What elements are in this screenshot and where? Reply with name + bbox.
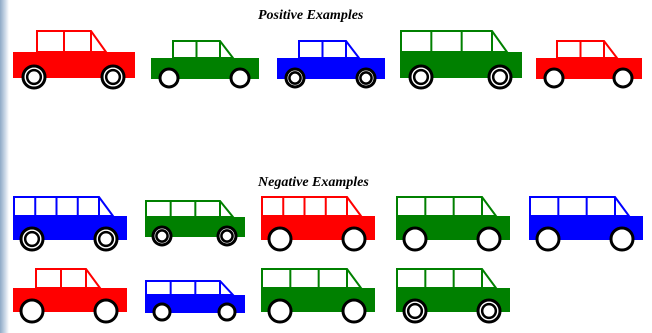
rear-wheel <box>158 67 180 89</box>
front-wheel <box>487 64 513 90</box>
car-cabin <box>35 268 102 289</box>
negative-car <box>261 268 375 324</box>
car-cabin <box>13 196 115 217</box>
front-wheel <box>612 67 634 89</box>
negative-car <box>13 196 127 252</box>
front-wheel <box>341 298 367 324</box>
negative-car <box>261 196 375 252</box>
car-cabin <box>556 40 620 59</box>
front-wheel <box>93 226 119 252</box>
positive-car <box>151 40 259 89</box>
car-cabin <box>396 196 498 217</box>
car-cabin <box>145 200 236 218</box>
front-wheel <box>341 226 367 252</box>
front-wheel <box>216 225 238 247</box>
negative-car <box>13 268 127 324</box>
car-cabin <box>396 268 498 289</box>
front-wheel <box>93 298 119 324</box>
positive-car <box>277 40 385 89</box>
rear-wheel <box>402 298 428 324</box>
negative-car <box>145 280 245 322</box>
front-wheel <box>229 67 251 89</box>
rear-wheel <box>21 64 47 90</box>
positive-car <box>400 30 522 90</box>
negative-car <box>145 200 245 247</box>
car-cabin <box>261 268 363 289</box>
rear-wheel <box>151 225 173 247</box>
rear-wheel <box>535 226 561 252</box>
car-cabin <box>145 280 236 296</box>
negative-car <box>529 196 643 252</box>
car-cabin <box>529 196 631 217</box>
car-cabin <box>36 30 108 53</box>
car-cabin <box>400 30 509 53</box>
rear-wheel <box>19 298 45 324</box>
positive-car <box>536 40 642 89</box>
rear-wheel <box>267 226 293 252</box>
front-wheel <box>476 226 502 252</box>
left-edge-gradient <box>0 0 9 333</box>
rear-wheel <box>408 64 434 90</box>
negative-examples-title: Negative Examples <box>258 175 369 190</box>
front-wheel <box>100 64 126 90</box>
positive-car <box>13 30 135 90</box>
positive-examples-title: Positive Examples <box>258 8 364 23</box>
front-wheel <box>217 302 237 322</box>
rear-wheel <box>152 302 172 322</box>
negative-car <box>396 268 510 324</box>
rear-wheel <box>19 226 45 252</box>
front-wheel <box>476 298 502 324</box>
front-wheel <box>355 67 377 89</box>
car-cabin <box>172 40 236 59</box>
rear-wheel <box>402 226 428 252</box>
rear-wheel <box>543 67 565 89</box>
negative-car <box>396 196 510 252</box>
car-cabin <box>261 196 363 217</box>
rear-wheel <box>284 67 306 89</box>
front-wheel <box>609 226 635 252</box>
rear-wheel <box>267 298 293 324</box>
car-cabin <box>298 40 362 59</box>
